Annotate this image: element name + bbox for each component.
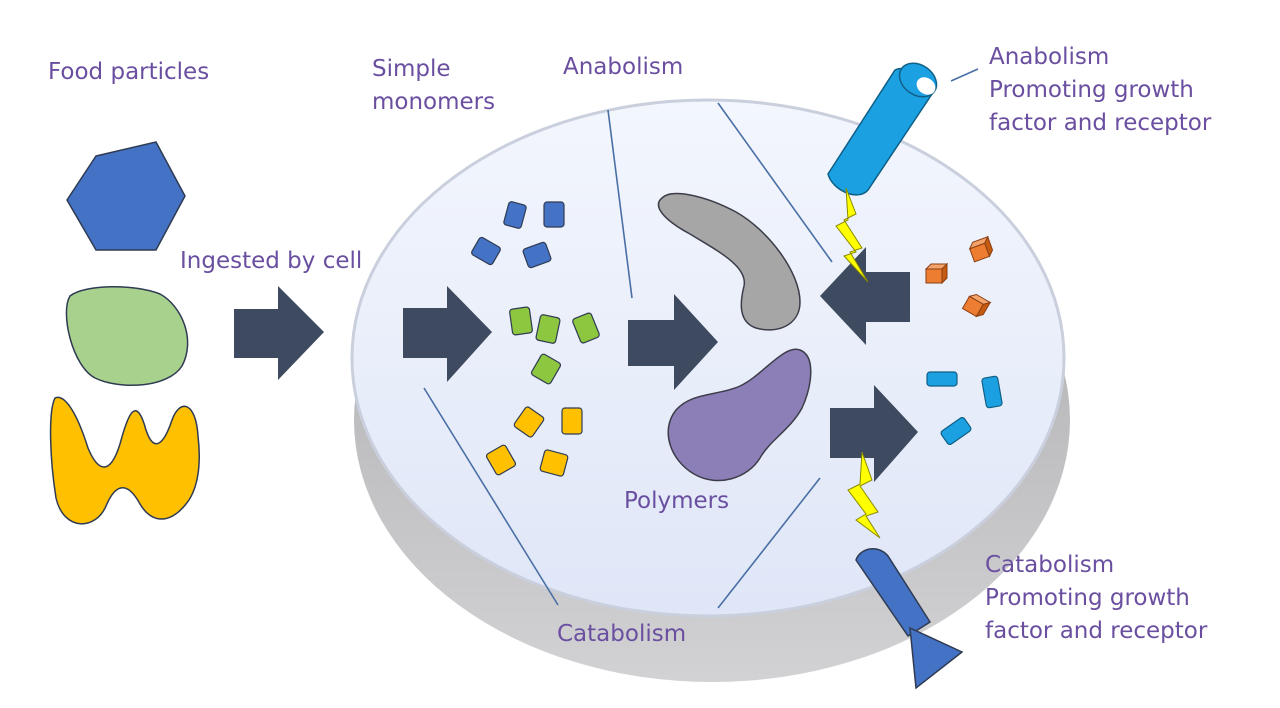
monomer [485, 444, 517, 476]
monomer [539, 449, 569, 477]
catabolic-receptor-head [909, 626, 964, 690]
cell [350, 98, 1070, 682]
orange-cube [968, 235, 994, 263]
simple-monomers-line-2: monomers [372, 89, 496, 115]
monomer [522, 241, 552, 269]
monomer [471, 236, 501, 266]
catabolism-receptor-line-2: Promoting growth [985, 585, 1190, 611]
monomer-green [509, 306, 600, 385]
polymer-gray [657, 192, 801, 331]
catabolism-leader-line-1 [423, 387, 559, 606]
anabolism-label: Anabolism [563, 54, 684, 80]
cell-body [350, 98, 1066, 618]
monomer-yellow [485, 406, 583, 477]
catabolic-lightning-icon [847, 451, 881, 539]
polymer-arrow [628, 294, 718, 390]
monomer-arrow [403, 286, 492, 382]
food-wave [49, 396, 201, 525]
simple-monomers-line-1: Simple [372, 56, 451, 82]
monomer-blue [471, 201, 565, 269]
food-hexagon [66, 141, 186, 251]
anabolic-receptor-opening [916, 77, 936, 95]
monomer [503, 201, 527, 229]
catabolism-leader-line-2 [717, 477, 821, 609]
monomer [530, 353, 562, 385]
anabolism-receptor-line-1: Anabolism [989, 44, 1110, 70]
leader-lines [423, 68, 979, 609]
anabolism-receptor-leader-line [950, 68, 979, 82]
simple-monomers-label: Simple monomers [372, 53, 495, 119]
cube-side [975, 301, 992, 318]
orange-cube [961, 293, 992, 318]
catabolism-label: Catabolism [557, 621, 687, 647]
catabolic-receptor [847, 451, 964, 690]
monomer [509, 306, 533, 336]
catabolism-receptor-line-1: Catabolism [985, 552, 1115, 578]
anabolism-receptor-line-2: Promoting growth [989, 77, 1194, 103]
polymer-purple [667, 348, 812, 482]
ingested-by-cell-label: Ingested by cell [180, 248, 363, 274]
anabolism-leader-line-1 [607, 109, 633, 299]
anabolic-receptor [827, 62, 938, 283]
blue-tubes [926, 371, 1003, 446]
ingest-arrow [234, 286, 324, 380]
monomers [471, 201, 600, 477]
catabolism-out-arrow [830, 385, 918, 482]
anabolism-receptor-line-3: factor and receptor [989, 110, 1212, 136]
blue-tube [926, 371, 958, 387]
catabolism-receptor-line-3: factor and receptor [985, 618, 1208, 644]
catabolism-receptor-label: Catabolism Promoting growth factor and r… [985, 549, 1207, 648]
flow-arrows [234, 247, 918, 482]
cube-side [984, 235, 994, 258]
monomer [561, 407, 583, 435]
anabolism-receptor-label: Anabolism Promoting growth factor and re… [989, 41, 1211, 140]
polymers [657, 192, 812, 482]
anabolism-leader-line-2 [717, 102, 833, 263]
monomer [513, 406, 545, 438]
polymers-label: Polymers [624, 488, 730, 514]
orange-cube [924, 262, 949, 285]
food-blob [65, 286, 189, 386]
blue-tube [940, 416, 972, 446]
monomer [535, 314, 561, 344]
anabolism-in-arrow [820, 247, 910, 345]
anabolic-lightning-icon [835, 187, 869, 283]
monomer [572, 312, 600, 344]
cube-side [941, 262, 948, 285]
cube-face [925, 268, 943, 284]
monomer [543, 201, 565, 228]
catabolic-receptor-stem [855, 548, 932, 638]
blue-tube [981, 375, 1003, 409]
food-particles [49, 141, 201, 525]
orange-cubes [924, 235, 994, 318]
food-particles-label: Food particles [48, 59, 210, 85]
